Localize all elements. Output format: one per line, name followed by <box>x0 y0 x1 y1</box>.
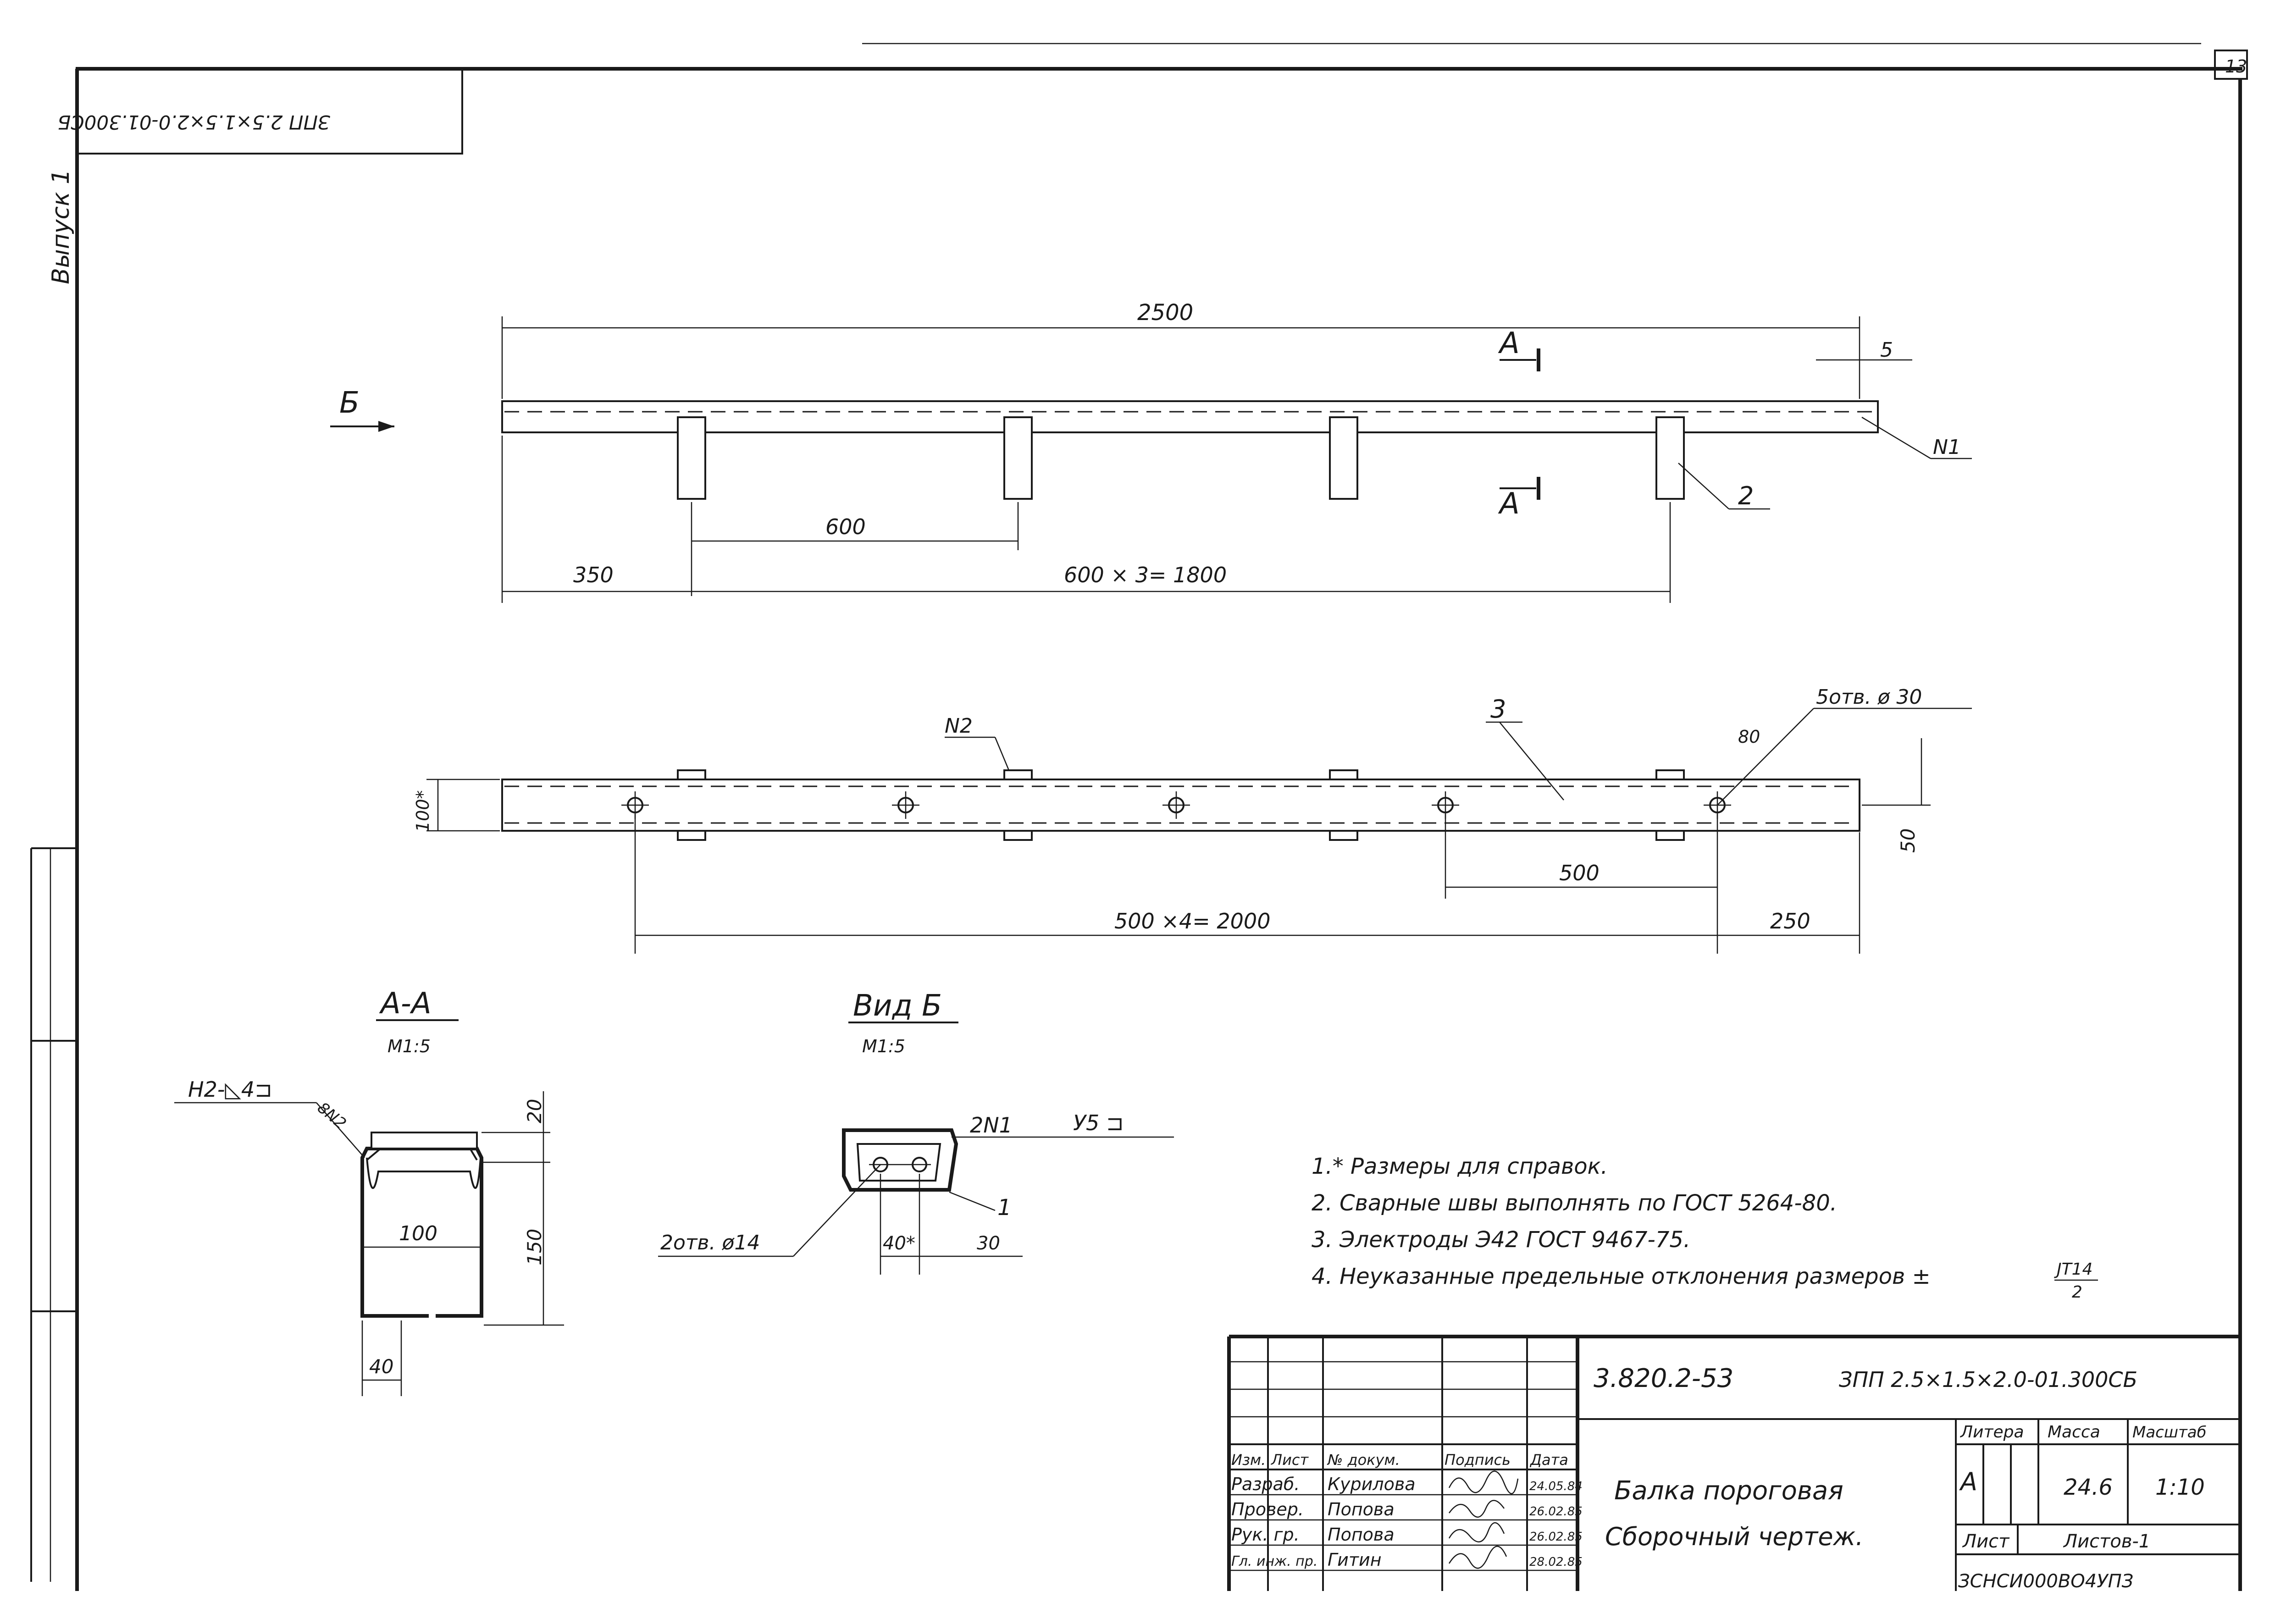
lug-2 <box>1003 416 1033 500</box>
callout-n1: N1 <box>1933 436 1961 459</box>
tb-date-1: 24.05.84 <box>1529 1480 1583 1493</box>
callout-3: 3 <box>1490 695 1506 724</box>
section-a-a: А-А М1:5 20 150 100 40 Н2-◺4⊐ 8N2 <box>174 987 564 1396</box>
issue-label: Выпуск 1 <box>47 169 75 284</box>
tb-h-date: Дата <box>1529 1451 1568 1469</box>
tb-litera-label: Литера <box>1959 1423 2024 1442</box>
tb-series-code: 3.820.2-53 <box>1594 1364 1733 1393</box>
tb-bottom-code: ЗСНСИ000ВО4УПЗ <box>1958 1571 2133 1592</box>
section-aa-scale: М1:5 <box>387 1036 431 1056</box>
view-b-title: Вид Б <box>853 989 942 1023</box>
dim-2000: 500 ×4= 2000 <box>1114 909 1270 934</box>
tb-name-1: Курилова <box>1328 1474 1416 1494</box>
dim-1800: 600 × 3= 1800 <box>1064 563 1227 587</box>
tolerance-denominator: 2 <box>2072 1283 2082 1302</box>
dim-600: 600 <box>825 514 866 539</box>
dim-2500: 2500 <box>1137 300 1193 326</box>
callout-n2: N2 <box>945 714 973 738</box>
tb-name-4: Гитин <box>1328 1550 1382 1570</box>
callout-2n1: 2N1 <box>970 1113 1013 1138</box>
view-label-b: Б <box>339 386 360 420</box>
section-mark-top: А <box>1498 326 1520 360</box>
elevation-view: 2500 5 Б А А N1 2 600 350 600 × 3= 1800 <box>330 300 1972 603</box>
dim-350: 350 <box>573 563 614 587</box>
tb-h-doc: № докум. <box>1327 1451 1400 1469</box>
title-block: Изм. Лист № докум. Подпись Дата Разраб. … <box>1227 1335 2240 1592</box>
weld-y5: У5 ⊐ <box>1073 1110 1124 1135</box>
note-1: 1.* Размеры для справок. <box>1312 1154 1608 1179</box>
tb-name-2: Попова <box>1328 1499 1395 1519</box>
tb-name-3: Попова <box>1328 1525 1395 1545</box>
tb-role-3: Рук. гр. <box>1231 1525 1300 1545</box>
aa-dim-100: 100 <box>399 1222 437 1245</box>
dim-100-star: 100* <box>413 790 433 832</box>
tb-role-4: Гл. инж. пр. <box>1231 1553 1317 1569</box>
dim-5: 5 <box>1880 338 1893 362</box>
plan-view: N2 3 5отв. ø 30 80 100* 50 500 500 ×4= 2… <box>413 685 1972 954</box>
tb-sheets-label: Листов-1 <box>2063 1531 2150 1552</box>
lug-1 <box>677 416 706 500</box>
corner-code: ЗПП 2.5×1.5×2.0-01.300СБ <box>58 111 330 133</box>
section-mark-bottom: А <box>1498 487 1520 521</box>
tb-massa-label: Масса <box>2048 1423 2100 1442</box>
view-b-scale: М1:5 <box>862 1036 905 1056</box>
tb-h-list: Лист <box>1271 1451 1309 1469</box>
tb-date-2: 26.02.85 <box>1529 1505 1583 1519</box>
aa-dim-20: 20 <box>523 1099 546 1123</box>
note-4: 4. Неуказанные предельные отклонения раз… <box>1312 1264 1931 1289</box>
dim-50: 50 <box>1897 829 1919 853</box>
view-b-dim-30: 30 <box>977 1233 1000 1254</box>
tb-doc-code: ЗПП 2.5×1.5×2.0-01.300СБ <box>1839 1367 2137 1392</box>
note-2: 2. Сварные швы выполнять по ГОСТ 5264-80… <box>1312 1190 1837 1216</box>
tb-date-4: 28.02.85 <box>1529 1555 1583 1569</box>
tb-date-3: 26.02.85 <box>1529 1530 1583 1544</box>
view-b: Вид Б М1:5 2N1 У5 ⊐ 1 2отв. ø14 40* 30 <box>658 989 1174 1275</box>
view-b-callout-1: 1 <box>997 1195 1012 1221</box>
lug-3 <box>1329 416 1358 500</box>
aa-dim-150: 150 <box>523 1229 546 1265</box>
page-number: 13 <box>2225 56 2247 77</box>
tb-h-sign: Подпись <box>1445 1451 1511 1469</box>
tb-role-1: Разраб. <box>1231 1474 1300 1494</box>
view-b-dim-40: 40* <box>883 1233 915 1254</box>
note-3: 3. Электроды Э42 ГОСТ 9467-75. <box>1312 1227 1690 1253</box>
section-aa-title: А-А <box>379 987 432 1021</box>
tb-litera: А <box>1959 1467 1977 1496</box>
technical-notes: 1.* Размеры для справок. 2. Сварные швы … <box>1312 1154 2098 1302</box>
aa-dim-40: 40 <box>369 1355 393 1378</box>
tb-h-izm: Изм. <box>1231 1451 1266 1469</box>
tb-role-2: Провер. <box>1231 1499 1304 1519</box>
lug-4 <box>1655 416 1685 500</box>
tb-sheet-label: Лист <box>1962 1531 2010 1552</box>
dim-500: 500 <box>1559 861 1600 885</box>
tb-title-1: Балка пороговая <box>1614 1476 1843 1506</box>
tb-scale-label: Масштаб <box>2132 1423 2207 1442</box>
sheet-frame: 13 ЗПП 2.5×1.5×2.0-01.300СБ Выпуск 1 <box>30 43 2248 1591</box>
tb-scale: 1:10 <box>2155 1475 2205 1500</box>
weld-8n2: 8N2 <box>314 1099 349 1133</box>
holes-note-30: 5отв. ø 30 <box>1816 685 1922 709</box>
dim-80: 80 <box>1738 727 1760 747</box>
tb-massa: 24.6 <box>2064 1475 2113 1500</box>
tb-title-2: Сборочный чертеж. <box>1605 1522 1863 1551</box>
tolerance-numerator: JT14 <box>2054 1260 2092 1279</box>
holes-note-14: 2отв. ø14 <box>660 1231 760 1254</box>
dim-250: 250 <box>1770 909 1810 934</box>
callout-2: 2 <box>1738 481 1754 510</box>
weld-note-h2: Н2-◺4⊐ <box>188 1077 272 1102</box>
